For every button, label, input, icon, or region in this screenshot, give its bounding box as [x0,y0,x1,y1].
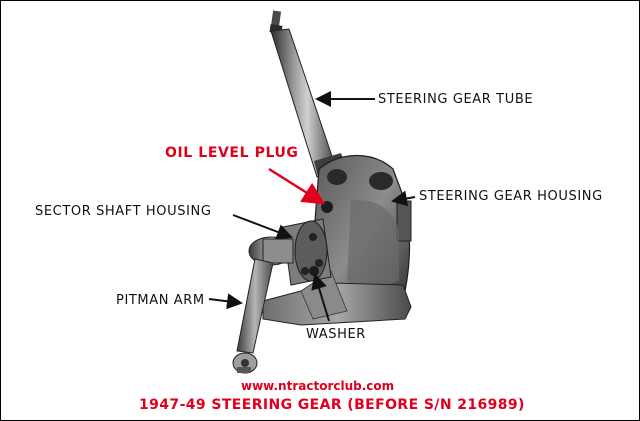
leader-steering-gear-housing [391,190,416,207]
bolt-icon [301,267,309,275]
bolt-icon [315,259,323,267]
washer-icon [309,266,319,276]
watermark-url: www.ntractorclub.com [241,379,395,393]
sector-shaft-housing [282,218,332,286]
leader-pitman-arm [208,293,243,310]
label-pitman-arm: PITMAN ARM [116,293,205,308]
label-sector-shaft-housing: SECTOR SHAFT HOUSING [35,204,212,219]
steering-gear-housing [314,154,412,314]
figure-caption: 1947-49 STEERING GEAR (BEFORE S/N 216989… [139,397,525,413]
label-steering-gear-housing: STEERING GEAR HOUSING [419,189,603,204]
leader-washer [311,273,330,322]
leader-sector-shaft-housing [232,214,293,240]
pitman-arm [232,236,294,374]
label-steering-gear-tube: STEERING GEAR TUBE [378,92,534,107]
mounting-base [262,270,412,326]
leader-oil-level-plug [268,167,326,205]
label-washer: WASHER [306,327,366,342]
bolt-icon [309,233,317,241]
label-oil-level-plug: OIL LEVEL PLUG [165,145,299,161]
